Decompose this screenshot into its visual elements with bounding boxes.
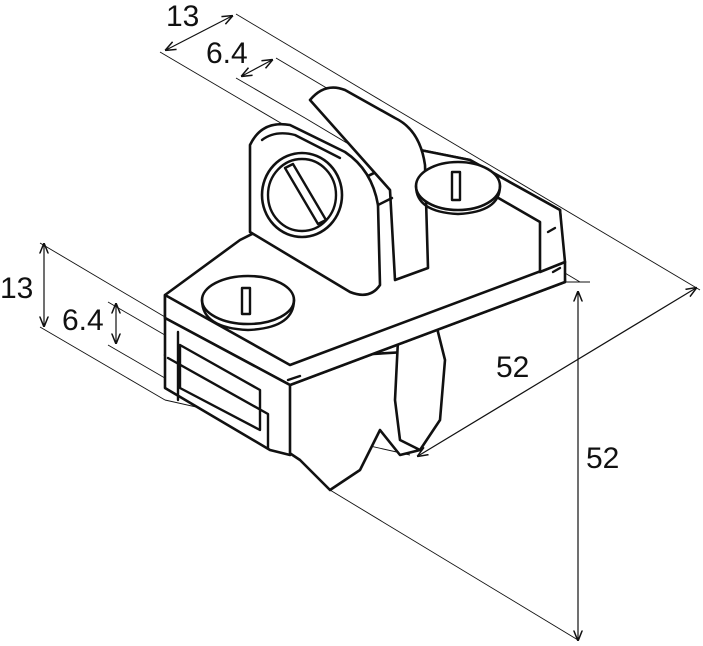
- clamp-part: [163, 86, 567, 492]
- dim-depth: 52: [496, 351, 529, 384]
- screw-head-right: [414, 160, 502, 212]
- screw-head-left: [200, 274, 296, 326]
- dimension-labels: 13 6.4 13 6.4 52 52: [0, 0, 619, 475]
- dim-left-outer: 13: [0, 272, 33, 305]
- dim-height: 52: [586, 442, 619, 475]
- screw-slot: [283, 162, 328, 226]
- dim-top-outer: 13: [166, 0, 199, 33]
- dim-left-inner: 6.4: [62, 304, 104, 337]
- dim-top-inner: 6.4: [206, 37, 248, 70]
